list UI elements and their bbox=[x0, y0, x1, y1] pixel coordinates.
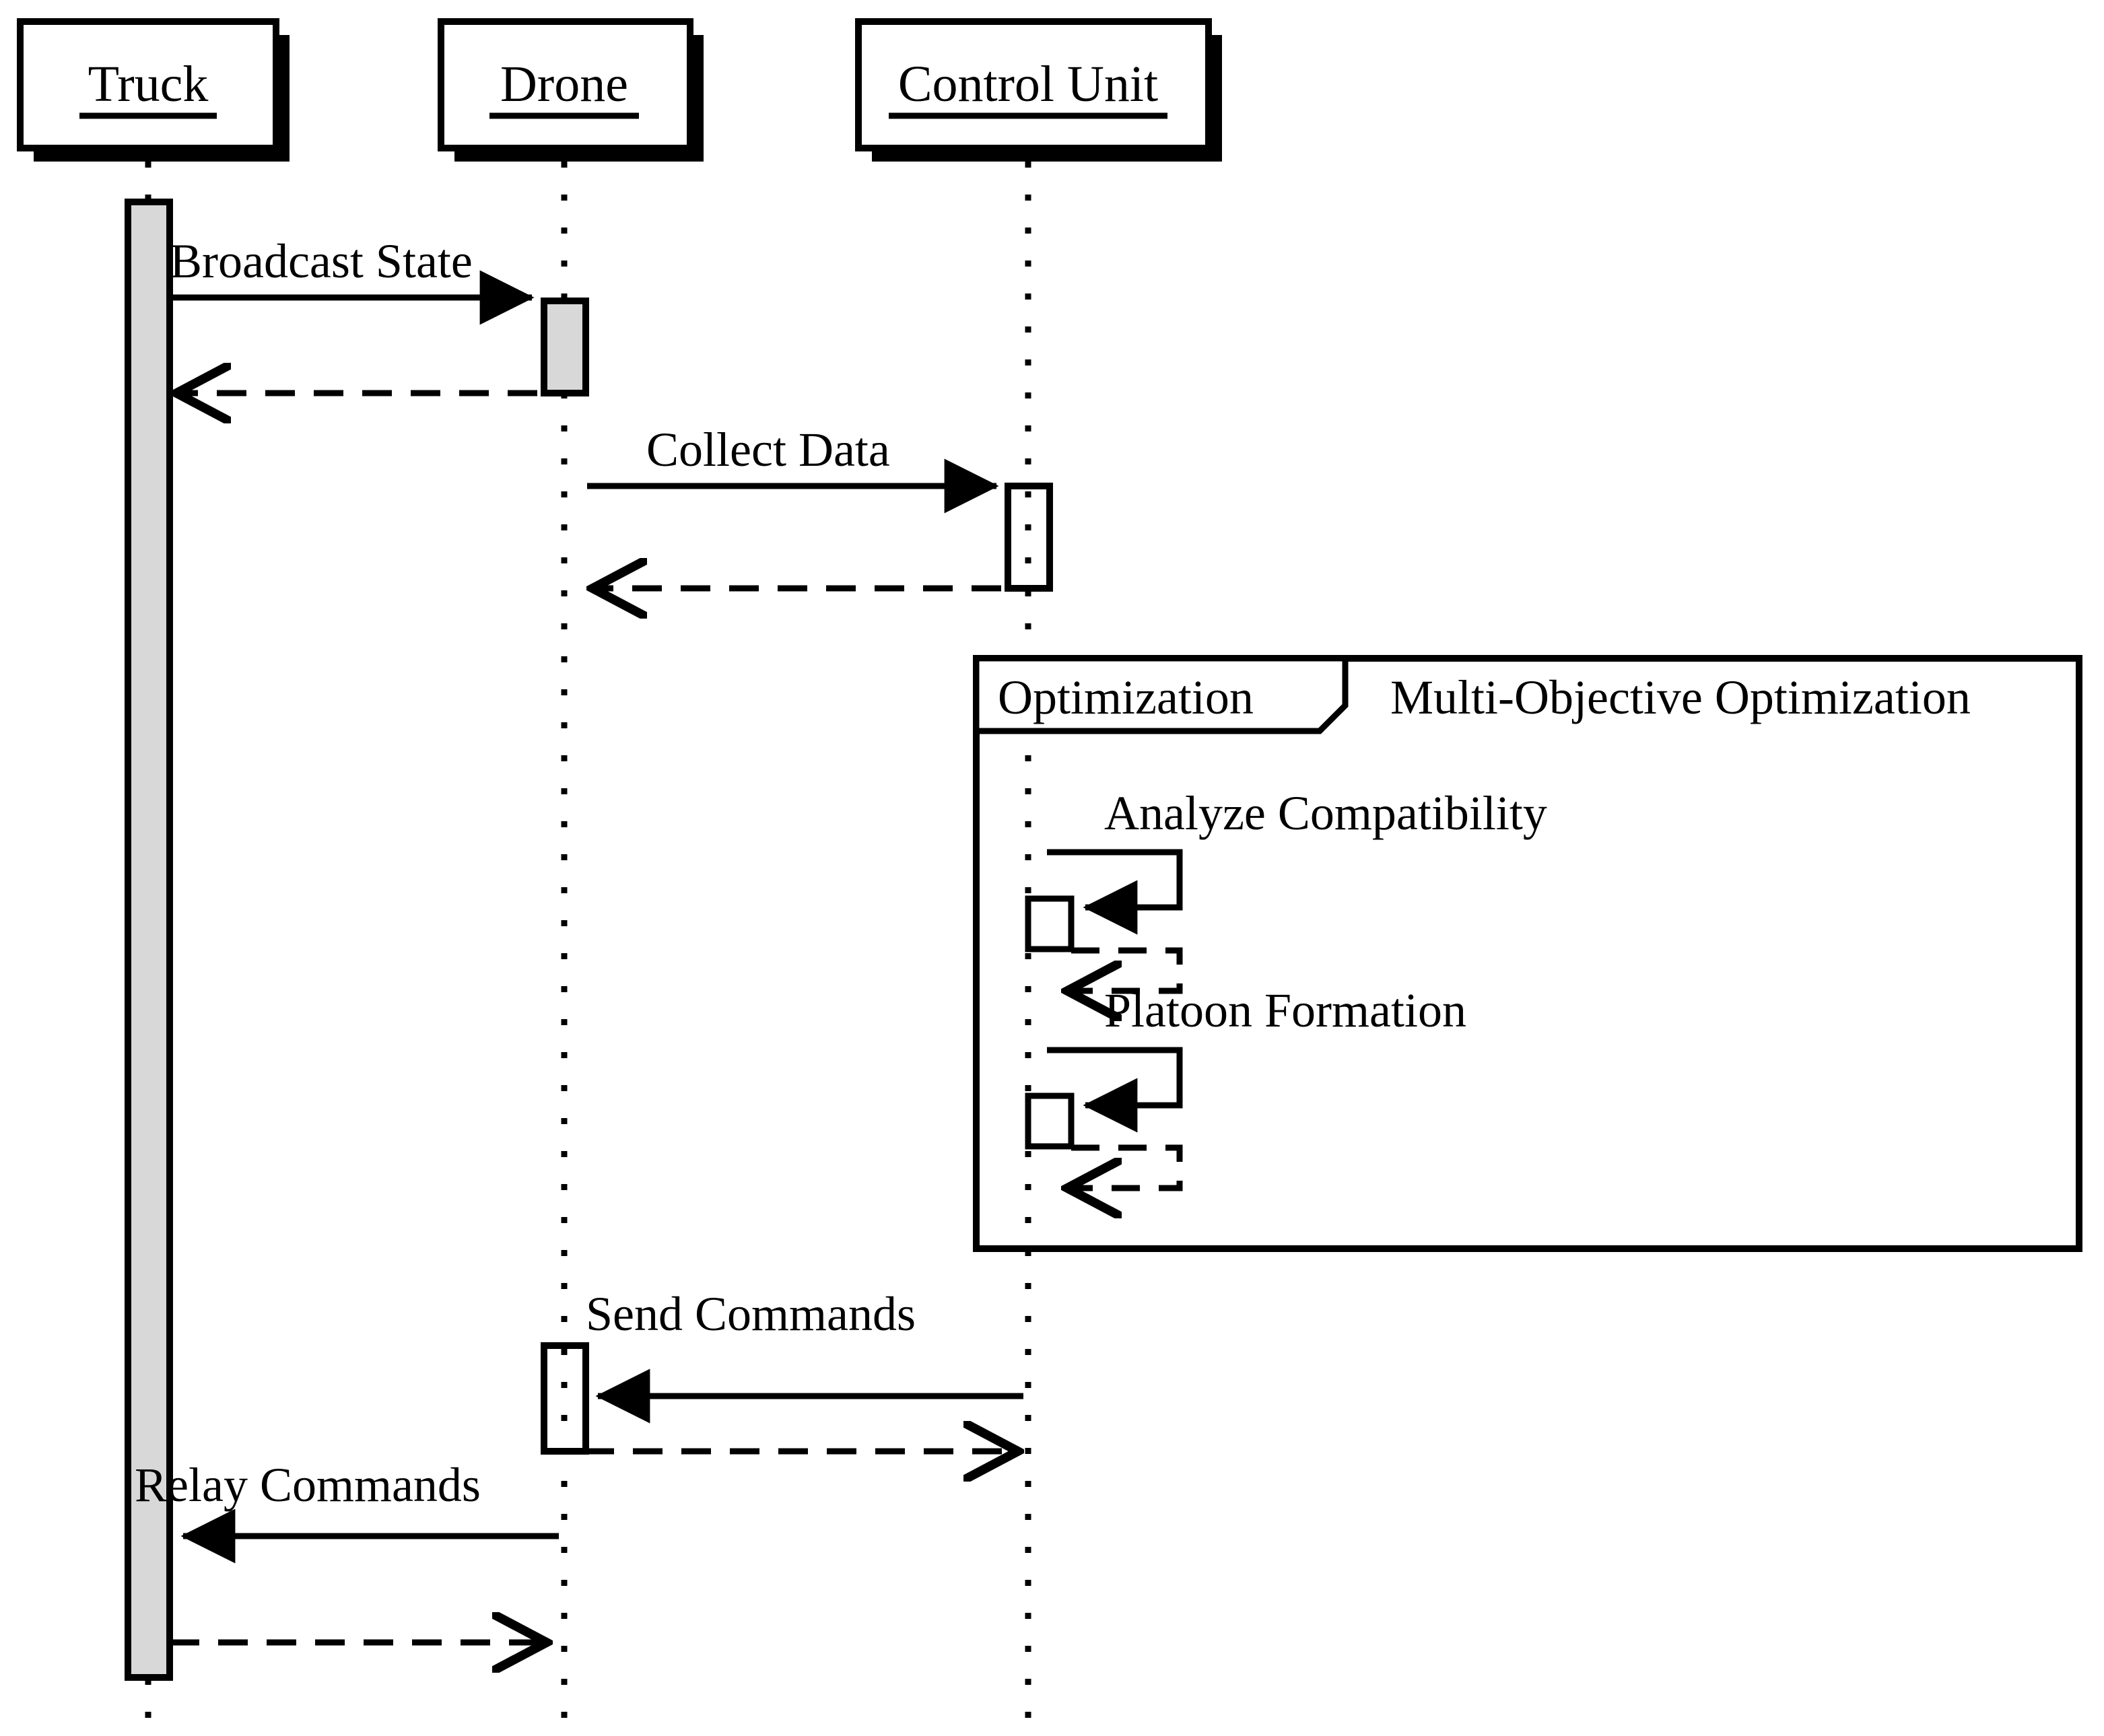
self-message-platoon-formation[interactable]: Platoon Formation bbox=[1025, 983, 1466, 1188]
self-message-analyze-compatibility[interactable]: Analyze Compatibility bbox=[1025, 786, 1547, 991]
activation-bar-drone-1[interactable] bbox=[541, 298, 589, 396]
message-label-relay-commands: Relay Commands bbox=[135, 1458, 481, 1512]
lifeline-header-truck[interactable]: Truck bbox=[17, 18, 290, 162]
message-relay-commands[interactable]: Relay Commands bbox=[135, 1458, 559, 1564]
lifeline-label-control-unit: Control Unit bbox=[898, 56, 1158, 112]
fragment-operator-tab bbox=[973, 655, 1349, 734]
message-send-commands[interactable]: Send Commands bbox=[586, 1287, 1023, 1424]
lifeline-header-control-unit[interactable]: Control Unit bbox=[855, 18, 1222, 162]
activation-bar-truck[interactable] bbox=[125, 199, 173, 1681]
message-label-collect-data: Collect Data bbox=[646, 423, 890, 477]
activation-bar-drone-2[interactable] bbox=[541, 1342, 589, 1455]
message-collect-data[interactable]: Collect Data bbox=[587, 423, 999, 514]
message-label-send-commands: Send Commands bbox=[586, 1287, 916, 1341]
self-message-return-path-platoon-formation bbox=[1067, 1144, 1183, 1188]
lifeline-box-drone bbox=[438, 18, 693, 151]
activation-bars bbox=[125, 199, 1053, 1681]
self-message-return-path-analyze-compatibility bbox=[1067, 947, 1183, 991]
self-message-label-platoon-formation: Platoon Formation bbox=[1104, 983, 1466, 1037]
fragment-optimization[interactable]: Optimization Multi-Objective Optimizatio… bbox=[973, 655, 2082, 1252]
activation-bar-control-unit-1[interactable] bbox=[1005, 483, 1053, 592]
self-activation-bar-platoon-formation[interactable] bbox=[1025, 1092, 1075, 1150]
lifeline-header-drone[interactable]: Drone bbox=[438, 18, 704, 162]
self-message-call-path-analyze-compatibility bbox=[1047, 849, 1183, 935]
lifeline-label-drone: Drone bbox=[500, 56, 628, 112]
fragment-operator-label: Optimization bbox=[998, 670, 1254, 724]
message-label-broadcast-state: Broadcast State bbox=[170, 234, 473, 288]
lifeline-label-truck: Truck bbox=[88, 56, 209, 112]
lifeline-box-control-unit bbox=[855, 18, 1212, 151]
message-broadcast-state[interactable]: Broadcast State bbox=[170, 234, 535, 325]
fragment-box bbox=[973, 655, 2082, 1252]
self-message-label-analyze-compatibility: Analyze Compatibility bbox=[1104, 786, 1547, 840]
self-message-call-path-platoon-formation bbox=[1047, 1047, 1183, 1133]
lifeline-box-truck bbox=[17, 18, 279, 151]
fragment-guard-label: Multi-Objective Optimization bbox=[1390, 670, 1971, 724]
self-activation-bar-analyze-compatibility[interactable] bbox=[1025, 895, 1075, 952]
